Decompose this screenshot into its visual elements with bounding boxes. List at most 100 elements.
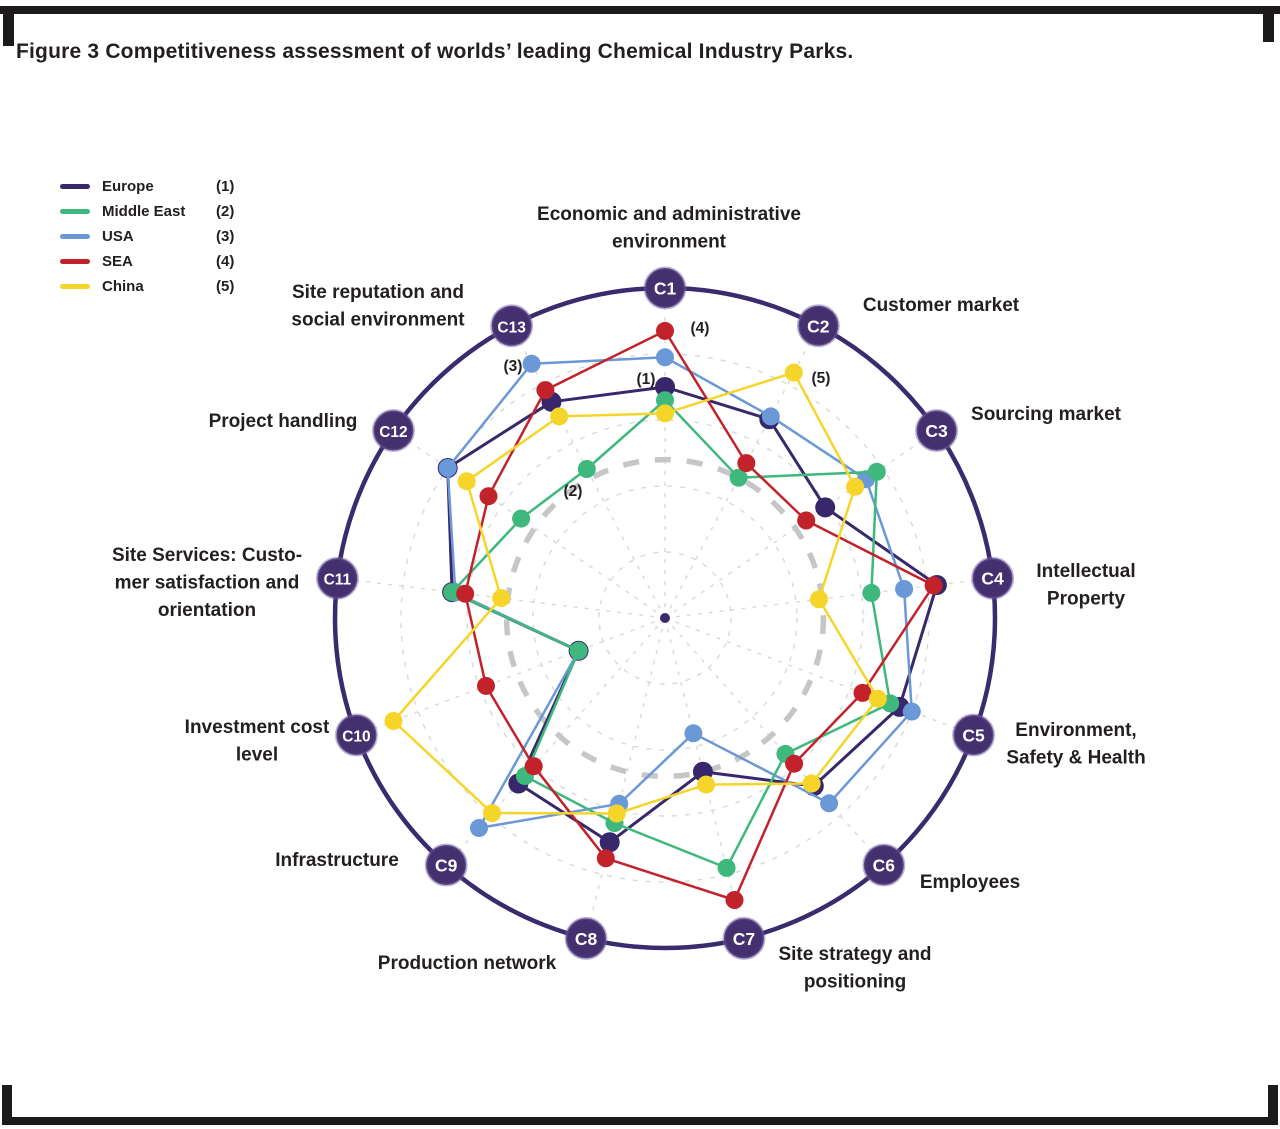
axis-node-circle <box>643 266 687 310</box>
grid-spoke <box>664 617 974 736</box>
legend-label: Europe <box>102 178 154 195</box>
series-middle-east <box>443 391 900 877</box>
axis-node-circle <box>424 843 468 887</box>
marker-c4 <box>924 576 943 595</box>
benchmark-ring <box>503 456 827 780</box>
marker-c1 <box>656 348 674 367</box>
legend-item-sea: SEA(4) <box>60 252 250 271</box>
marker-c7 <box>725 891 744 909</box>
axis-node-label: C5 <box>962 726 985 746</box>
axis-node-circle <box>334 713 378 757</box>
legend-item-china: China(5) <box>60 277 250 296</box>
marker-c6 <box>820 794 839 813</box>
legend-rank: (1) <box>216 178 235 195</box>
annotation-rank-middle-east: (2) <box>564 483 583 500</box>
series-sea <box>456 321 943 909</box>
legend-swatch <box>60 284 90 289</box>
marker-c6 <box>802 774 821 793</box>
series-line <box>446 356 914 830</box>
series-line <box>463 329 935 902</box>
annotation-rank-europe: (1) <box>637 371 656 388</box>
marker-c13 <box>536 381 555 400</box>
axis-node-c7: C7 <box>722 916 766 960</box>
legend-swatch <box>60 234 90 239</box>
legend: Europe(1)Middle East(2)USA(3)SEA(4)China… <box>60 177 250 302</box>
marker-c12 <box>479 487 498 506</box>
axis-node-label: C3 <box>925 421 948 441</box>
axis-node-circle <box>564 916 608 960</box>
category-label-c6: Employees <box>920 872 1020 893</box>
marker-c9 <box>524 757 543 776</box>
grid-spoke <box>393 429 666 619</box>
category-label-c11: Site Services: Custo-mer satisfaction an… <box>112 545 302 621</box>
axis-node-label: C9 <box>435 856 458 876</box>
axis-node-c4: C4 <box>971 556 1015 600</box>
axis-node-label: C11 <box>324 572 352 589</box>
center-dot <box>660 613 670 623</box>
grid-ring-4 <box>400 353 930 883</box>
category-label-c3: Sourcing market <box>971 404 1122 425</box>
axis-node-label: C7 <box>733 929 755 949</box>
marker-c2 <box>784 363 803 382</box>
axis-node-label: C13 <box>497 319 526 336</box>
axis-node-c2: C2 <box>796 304 840 348</box>
grid-ring-3 <box>466 419 864 817</box>
marker-c10 <box>477 676 495 695</box>
marker-c11 <box>443 583 462 602</box>
marker-c3 <box>815 497 836 518</box>
marker-c5 <box>902 702 921 721</box>
axis-node-label: C6 <box>873 856 896 876</box>
axis-node-c10: C10 <box>334 713 378 757</box>
marker-c2 <box>737 454 756 473</box>
axis-node-label: C12 <box>379 424 407 441</box>
category-label-c9: Infrastructure <box>275 850 399 871</box>
marker-c4 <box>895 580 914 598</box>
marker-c8 <box>599 832 620 853</box>
marker-c10 <box>384 712 403 730</box>
annotation-rank-sea: (4) <box>691 320 710 337</box>
marker-c2 <box>729 468 748 487</box>
marker-c12 <box>457 472 476 491</box>
figure-caption: Figure 3 Competitiveness assessment of w… <box>16 40 854 63</box>
marker-c1 <box>656 391 674 410</box>
legend-swatch <box>60 259 90 264</box>
series-line <box>392 371 880 815</box>
marker-c8 <box>596 849 615 868</box>
axis-node-label: C4 <box>981 569 1004 589</box>
axis-node-circle <box>722 916 766 960</box>
axis-node-c13: C13 <box>490 304 534 348</box>
axis-node-circle <box>952 713 996 757</box>
legend-item-middle-east: Middle East(2) <box>60 202 250 221</box>
marker-c13 <box>522 354 541 373</box>
rank-annotations: (4)(1)(3)(5)(2) <box>504 320 831 500</box>
annotation-rank-china: (5) <box>812 370 831 387</box>
legend-swatch <box>60 184 90 189</box>
marker-c3 <box>867 462 886 481</box>
axis-node-circle <box>796 304 840 348</box>
frame-top-right-stub <box>1263 6 1274 42</box>
frame-bottom-bar <box>2 1117 1278 1125</box>
marker-c4 <box>862 583 881 602</box>
legend-label: Middle East <box>102 203 186 220</box>
axis-node-circle <box>971 556 1015 600</box>
marker-c9 <box>483 804 502 823</box>
axis-node-label: C1 <box>654 279 677 299</box>
marker-c11 <box>492 589 511 608</box>
marker-c8 <box>607 804 626 823</box>
grid-ring-1 <box>598 551 732 685</box>
marker-c7 <box>697 775 716 794</box>
legend-item-europe: Europe (1) <box>60 177 250 196</box>
axis-node-c5: C5 <box>952 713 996 757</box>
frame-bottom-left-stub <box>2 1085 12 1125</box>
axis-node-c1: C1 <box>643 266 687 310</box>
legend-rank: (5) <box>216 278 235 295</box>
marker-c9 <box>470 819 488 837</box>
marker-c2 <box>761 407 780 426</box>
axis-node-c3: C3 <box>915 409 959 453</box>
axis-node-c8: C8 <box>564 916 608 960</box>
